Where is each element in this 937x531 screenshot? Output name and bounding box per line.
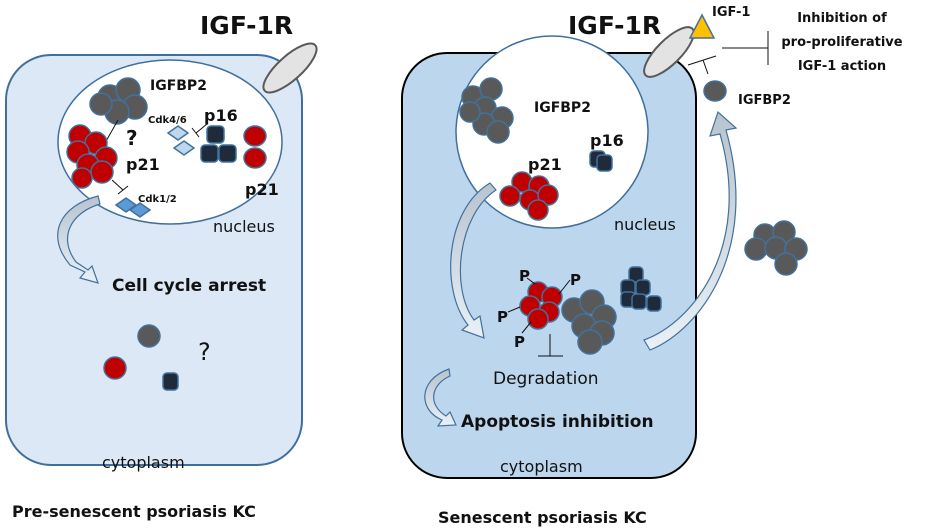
cdk12-label-left: Cdk1/2 bbox=[138, 194, 177, 205]
igfbp2-bound-cluster bbox=[561, 289, 617, 355]
p21-label-left: p21 bbox=[126, 155, 160, 174]
inhibition-bar-cdk12 bbox=[117, 185, 129, 195]
inhibition-bar-receptor bbox=[687, 55, 717, 66]
igfbp2-extracellular-cluster bbox=[744, 220, 808, 276]
p16-cluster-left bbox=[200, 125, 237, 163]
inhibition-label-1: Inhibition of bbox=[797, 11, 887, 26]
igfbp2-label-right: IGFBP2 bbox=[534, 100, 591, 116]
p16-molecule-cyto bbox=[162, 372, 179, 391]
apoptosis-inhibition-label: Apoptosis inhibition bbox=[461, 412, 654, 432]
p21-inhibits-cdk12 bbox=[111, 179, 124, 191]
igf1r-receptor-left bbox=[262, 42, 318, 94]
p16-label-right: p16 bbox=[590, 131, 624, 150]
receptor-label-right: IGF-1R bbox=[568, 11, 661, 40]
p21-outer-label-left: p21 bbox=[245, 180, 279, 199]
cdk12-left bbox=[114, 197, 152, 218]
p16-inhibits-cdk46 bbox=[195, 123, 208, 134]
igf1r-receptor-right bbox=[643, 26, 695, 78]
p16-cluster-right bbox=[589, 150, 613, 172]
pre-senescent-cell: IGF-1R IGFBP2 ? p21 Cdk1/2 bbox=[5, 11, 318, 521]
igfbp2-p21-link-left bbox=[104, 119, 119, 144]
inhibition-label-2: pro-proliferative bbox=[781, 35, 902, 50]
question-mark-nucleus: ? bbox=[126, 126, 138, 150]
phospho-label-1: P bbox=[519, 267, 530, 285]
receptor-label-left: IGF-1R bbox=[200, 11, 293, 40]
nucleus-right bbox=[455, 35, 649, 229]
igfbp2-molecule-cyto bbox=[137, 324, 161, 348]
cytoplasm-label-left: cytoplasm bbox=[102, 453, 185, 472]
phospho-links bbox=[507, 277, 571, 334]
phospho-label-2: P bbox=[570, 271, 581, 289]
phospho-label-3: P bbox=[497, 308, 508, 326]
cytoplasm-label-right: cytoplasm bbox=[500, 457, 583, 476]
p21-label-right: p21 bbox=[528, 155, 562, 174]
phospho-label-4: P bbox=[514, 333, 525, 351]
cdk46-label-left: Cdk4/6 bbox=[148, 115, 187, 126]
p21-cluster-right bbox=[499, 171, 559, 221]
arrow-to-apoptosis-inhibition bbox=[424, 368, 457, 427]
p21-envelope-left bbox=[243, 125, 267, 169]
secreted-igfbp2-label: IGFBP2 bbox=[738, 93, 791, 108]
igf1-label: IGF-1 bbox=[712, 5, 750, 20]
p21-molecule-cyto bbox=[103, 356, 127, 380]
nucleus-label-right: nucleus bbox=[614, 215, 676, 234]
igfbp2-secreted bbox=[703, 80, 727, 102]
arrow-secretion-igfbp2 bbox=[643, 110, 738, 351]
inhibition-bar-cdk46 bbox=[191, 127, 200, 138]
igf1-ligand bbox=[688, 13, 716, 39]
caption-right: Senescent psoriasis KC bbox=[438, 508, 647, 527]
igfbp2-blocks-receptor bbox=[702, 59, 709, 75]
cdk46-left bbox=[166, 125, 196, 156]
question-mark-cytoplasm: ? bbox=[198, 338, 211, 366]
igfbp2-label-left: IGFBP2 bbox=[150, 78, 207, 94]
igfbp2-cluster-right bbox=[459, 77, 514, 144]
phospho-p21-cluster bbox=[519, 281, 563, 330]
arrow-to-phospho-p21 bbox=[450, 182, 497, 339]
inhibition-label-3: IGF-1 action bbox=[798, 59, 886, 74]
senescent-cell: IGF-1R IGF-1 Inhibition of pro-prolifera… bbox=[401, 5, 903, 527]
igfbp2-cluster-left bbox=[89, 77, 148, 125]
p16-label-left: p16 bbox=[204, 106, 238, 125]
caption-left: Pre-senescent psoriasis KC bbox=[12, 502, 256, 521]
arrow-to-cell-cycle-arrest bbox=[57, 195, 101, 284]
degradation-label: Degradation bbox=[493, 369, 599, 389]
cell-cycle-arrest-label: Cell cycle arrest bbox=[112, 276, 266, 296]
nucleus-label-left: nucleus bbox=[213, 217, 275, 236]
p16-cluster-cyto bbox=[620, 266, 662, 312]
p21-cluster-left bbox=[66, 124, 118, 189]
